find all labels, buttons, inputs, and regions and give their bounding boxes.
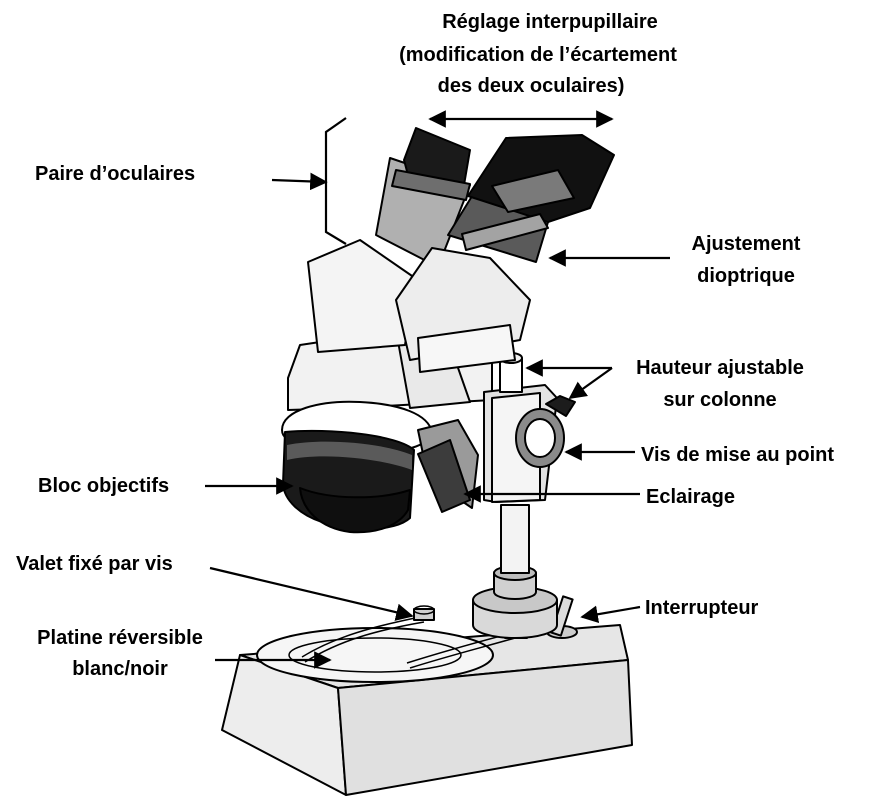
label-interpupillary-line3: des deux oculaires) [438, 75, 625, 97]
eyepieces-arrow [272, 180, 326, 182]
focus-knob [516, 409, 564, 467]
support-column [473, 505, 557, 638]
switch-arrow [582, 607, 640, 617]
label-diopter-line1: Ajustement [692, 233, 801, 255]
label-column-height-line1: Hauteur ajustable [636, 357, 804, 379]
label-interpupillary-line2: (modification de l’écartement [399, 44, 677, 66]
label-clip: Valet fixé par vis [16, 553, 173, 575]
label-interpupillary-line1: Réglage interpupillaire [442, 11, 658, 33]
label-focus-screw: Vis de mise au point [641, 444, 834, 466]
label-eyepieces: Paire d’oculaires [35, 163, 195, 185]
label-lighting: Eclairage [646, 486, 735, 508]
label-stage-line1: Platine réversible [37, 627, 203, 649]
eyepieces-bracket [326, 118, 346, 244]
label-diopter-line2: dioptrique [697, 265, 795, 287]
reversible-stage [257, 628, 493, 682]
label-stage-line2: blanc/noir [72, 658, 168, 680]
clip-arrow [210, 568, 412, 616]
label-objectives: Bloc objectifs [38, 475, 169, 497]
label-column-height-line2: sur colonne [663, 389, 776, 411]
label-switch: Interrupteur [645, 597, 759, 619]
column-height-arrow-2 [570, 368, 612, 398]
